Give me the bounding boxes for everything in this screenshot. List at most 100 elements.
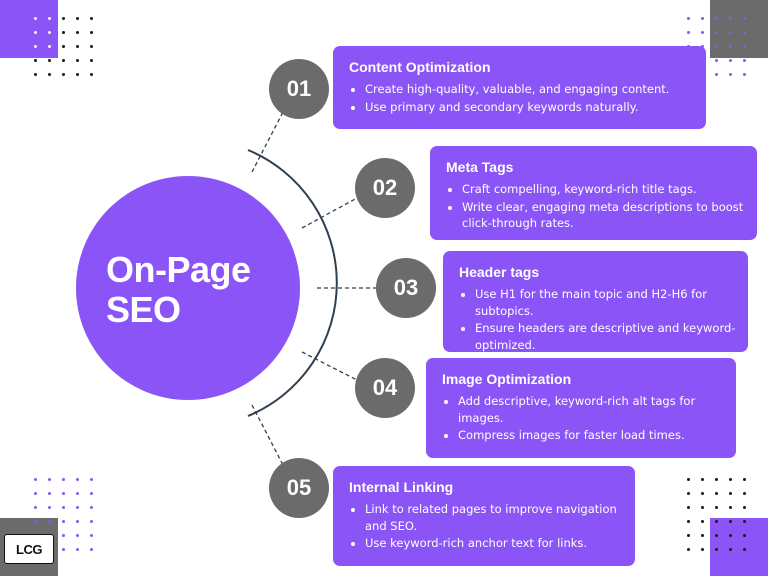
dot bbox=[729, 548, 732, 551]
dot bbox=[701, 548, 704, 551]
dot bbox=[48, 506, 51, 509]
brand-logo-text: LCG bbox=[16, 541, 42, 557]
dot bbox=[715, 17, 718, 20]
dot bbox=[48, 73, 51, 76]
hub-arc bbox=[247, 149, 338, 417]
dot bbox=[701, 478, 704, 481]
dot bbox=[34, 478, 37, 481]
corner-block-top-left bbox=[0, 0, 58, 58]
dot bbox=[687, 534, 690, 537]
dot-pattern-top-left-overlay bbox=[34, 17, 51, 48]
dot bbox=[687, 548, 690, 551]
corner-block-bottom-right bbox=[710, 518, 768, 576]
dot bbox=[76, 548, 79, 551]
dot bbox=[48, 520, 51, 523]
dot bbox=[90, 478, 93, 481]
step-card-05: Internal Linking Link to related pages t… bbox=[333, 466, 635, 566]
dot bbox=[90, 520, 93, 523]
dot bbox=[729, 17, 732, 20]
dot-pattern-bottom-right bbox=[687, 478, 746, 551]
dot bbox=[34, 520, 37, 523]
step-03-bullet-2: Ensure headers are descriptive and keywo… bbox=[475, 320, 738, 353]
dot bbox=[34, 17, 37, 20]
dot bbox=[687, 506, 690, 509]
dot bbox=[76, 31, 79, 34]
dot bbox=[729, 506, 732, 509]
step-title-02: Meta Tags bbox=[446, 159, 514, 175]
step-05-bullet-1: Link to related pages to improve navigat… bbox=[365, 501, 625, 534]
dot bbox=[701, 520, 704, 523]
hub-title: On-Page SEO bbox=[106, 249, 251, 330]
dot bbox=[34, 506, 37, 509]
dot bbox=[62, 548, 65, 551]
step-number-03: 03 bbox=[376, 258, 436, 318]
connector-04 bbox=[301, 351, 358, 381]
dot bbox=[90, 17, 93, 20]
dot bbox=[76, 45, 79, 48]
dot bbox=[701, 492, 704, 495]
dot bbox=[743, 73, 746, 76]
step-card-02: Meta Tags Craft compelling, keyword-rich… bbox=[430, 146, 757, 240]
step-number-05: 05 bbox=[269, 458, 329, 518]
dot bbox=[76, 73, 79, 76]
step-04-bullet-1: Add descriptive, keyword-rich alt tags f… bbox=[458, 393, 726, 426]
dot bbox=[715, 59, 718, 62]
dot bbox=[62, 492, 65, 495]
dot bbox=[76, 506, 79, 509]
step-card-04: Image Optimization Add descriptive, keyw… bbox=[426, 358, 736, 458]
dot bbox=[743, 478, 746, 481]
dot bbox=[48, 492, 51, 495]
step-05-bullet-2: Use keyword-rich anchor text for links. bbox=[365, 535, 625, 552]
dot bbox=[715, 31, 718, 34]
dot bbox=[76, 520, 79, 523]
dot bbox=[48, 17, 51, 20]
dot bbox=[90, 534, 93, 537]
step-title-04: Image Optimization bbox=[442, 371, 572, 387]
dot bbox=[76, 17, 79, 20]
dot bbox=[90, 59, 93, 62]
dot bbox=[62, 534, 65, 537]
step-number-02: 02 bbox=[355, 158, 415, 218]
step-02-bullet-2: Write clear, engaging meta descriptions … bbox=[462, 199, 747, 232]
dot bbox=[729, 478, 732, 481]
dot bbox=[90, 548, 93, 551]
dot bbox=[715, 45, 718, 48]
dot bbox=[715, 548, 718, 551]
dot bbox=[62, 59, 65, 62]
dot bbox=[743, 548, 746, 551]
dot bbox=[715, 492, 718, 495]
dot bbox=[90, 73, 93, 76]
dot bbox=[743, 59, 746, 62]
dot bbox=[687, 492, 690, 495]
brand-logo: LCG bbox=[4, 534, 54, 564]
dot bbox=[715, 520, 718, 523]
dot bbox=[62, 478, 65, 481]
step-title-03: Header tags bbox=[459, 264, 540, 280]
dot bbox=[729, 534, 732, 537]
dot bbox=[743, 506, 746, 509]
dot bbox=[34, 492, 37, 495]
dot bbox=[687, 17, 690, 20]
step-01-bullet-1: Create high-quality, valuable, and engag… bbox=[365, 81, 696, 98]
dot bbox=[48, 59, 51, 62]
dot bbox=[701, 17, 704, 20]
dot bbox=[687, 478, 690, 481]
dot bbox=[715, 534, 718, 537]
dot bbox=[743, 31, 746, 34]
dot bbox=[90, 492, 93, 495]
dot bbox=[729, 73, 732, 76]
step-01-bullet-2: Use primary and secondary keywords natur… bbox=[365, 99, 696, 116]
dot bbox=[34, 59, 37, 62]
dot bbox=[687, 31, 690, 34]
dot bbox=[62, 506, 65, 509]
dot bbox=[715, 506, 718, 509]
step-title-01: Content Optimization bbox=[349, 59, 491, 75]
dot bbox=[62, 520, 65, 523]
dot bbox=[34, 31, 37, 34]
dot bbox=[76, 534, 79, 537]
hub-circle bbox=[76, 176, 300, 400]
dot bbox=[34, 45, 37, 48]
step-03-bullet-1: Use H1 for the main topic and H2-H6 for … bbox=[475, 286, 738, 319]
dot bbox=[715, 478, 718, 481]
